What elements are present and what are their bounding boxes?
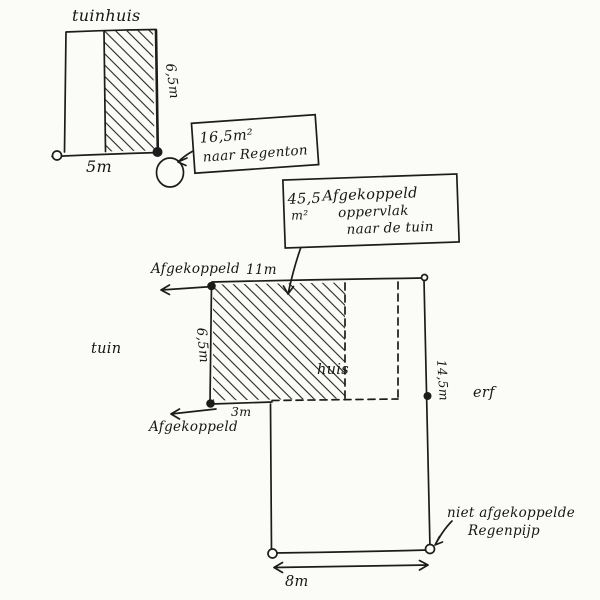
tuinhuis-left-pipe-point (51, 150, 63, 161)
regenpijp-point (424, 543, 436, 555)
garden-callout-box (281, 173, 461, 249)
house-height-label: 6,5m (193, 327, 212, 364)
garden-callout-line3: naar de tuin (346, 219, 434, 238)
tuin-label: tuin (91, 341, 121, 357)
regenpijp-label-line1: niet afgekoppelde (447, 505, 575, 521)
tuinhuis-outline (63, 28, 157, 153)
top-width-label: 11m (246, 262, 277, 278)
regenton-destination-label: naar Regenton (202, 142, 308, 165)
regenton-callout: 16,5m² naar Regenton (190, 113, 320, 175)
tuinhuis-label: tuinhuis (72, 6, 141, 25)
afgekoppeld-top-label: Afgekoppeld (149, 261, 240, 277)
garden-callout-unit: m² (291, 207, 309, 223)
house-dashed-outline (271, 281, 399, 402)
garden-callout: 45,5 m² Afgekoppeld oppervlak naar de tu… (281, 173, 461, 249)
tuinhuis-right-wall (154, 28, 160, 153)
plot-bottomleft-point (267, 548, 278, 559)
right-height-label: 14,5m (434, 359, 452, 401)
plot-bottom-edge (273, 549, 429, 554)
house-disconnected-roof-area (213, 282, 345, 401)
afgekoppeld-top-arrow (160, 284, 214, 296)
garden-callout-area: 45,5 (286, 191, 321, 208)
garden-callout-arrow (282, 246, 302, 295)
tuinhuis-downspout-dot (152, 147, 163, 157)
house-bottom-width-label: 3m (231, 404, 251, 419)
tuinhuis-width-label: 5m (86, 157, 112, 176)
afgekoppeld-bottom-label: Afgekoppeld (147, 419, 238, 435)
house-bottomleft-downspout-dot (206, 399, 215, 408)
bottom-dimension-arrow (273, 559, 429, 574)
regenton-callout-box (190, 113, 320, 175)
afgekoppeld-bottom-arrow (170, 408, 217, 420)
erf-label: erf (473, 385, 497, 401)
house-bottom-edge (211, 401, 273, 405)
house-left-edge (209, 284, 213, 404)
plot-left-lower-edge (269, 403, 273, 552)
plot-right-downspout-dot (423, 392, 432, 400)
regenton-area-label: 16,5m² (199, 127, 254, 147)
plot-right-edge (423, 279, 431, 549)
bottom-width-label: 8m (285, 574, 309, 590)
tuinhuis-height-label: 6,5m (162, 63, 182, 100)
garden-callout-line1: Afgekoppeld (320, 185, 418, 204)
tuinhuis-hatched-roof-area (104, 30, 155, 152)
garden-callout-line2: oppervlak (338, 203, 409, 221)
plot-top-edge (211, 277, 425, 283)
regenton-callout-arrow (177, 150, 194, 167)
regenpijp-arrow (434, 520, 453, 546)
huis-label: huis (317, 362, 349, 378)
plot-topright-point (420, 273, 429, 282)
tuinhuis-group: tuinhuis 6,5m 5m 16,5m² naar Regenton (51, 6, 320, 188)
rain-barrel-circle (155, 157, 185, 188)
tuinhuis-baseline (51, 151, 161, 158)
plot-group: Afgekoppeld 11m 6,5m tuin huis Afgekoppe… (91, 173, 575, 590)
regenpijp-label-line2: Regenpijp (467, 523, 540, 539)
